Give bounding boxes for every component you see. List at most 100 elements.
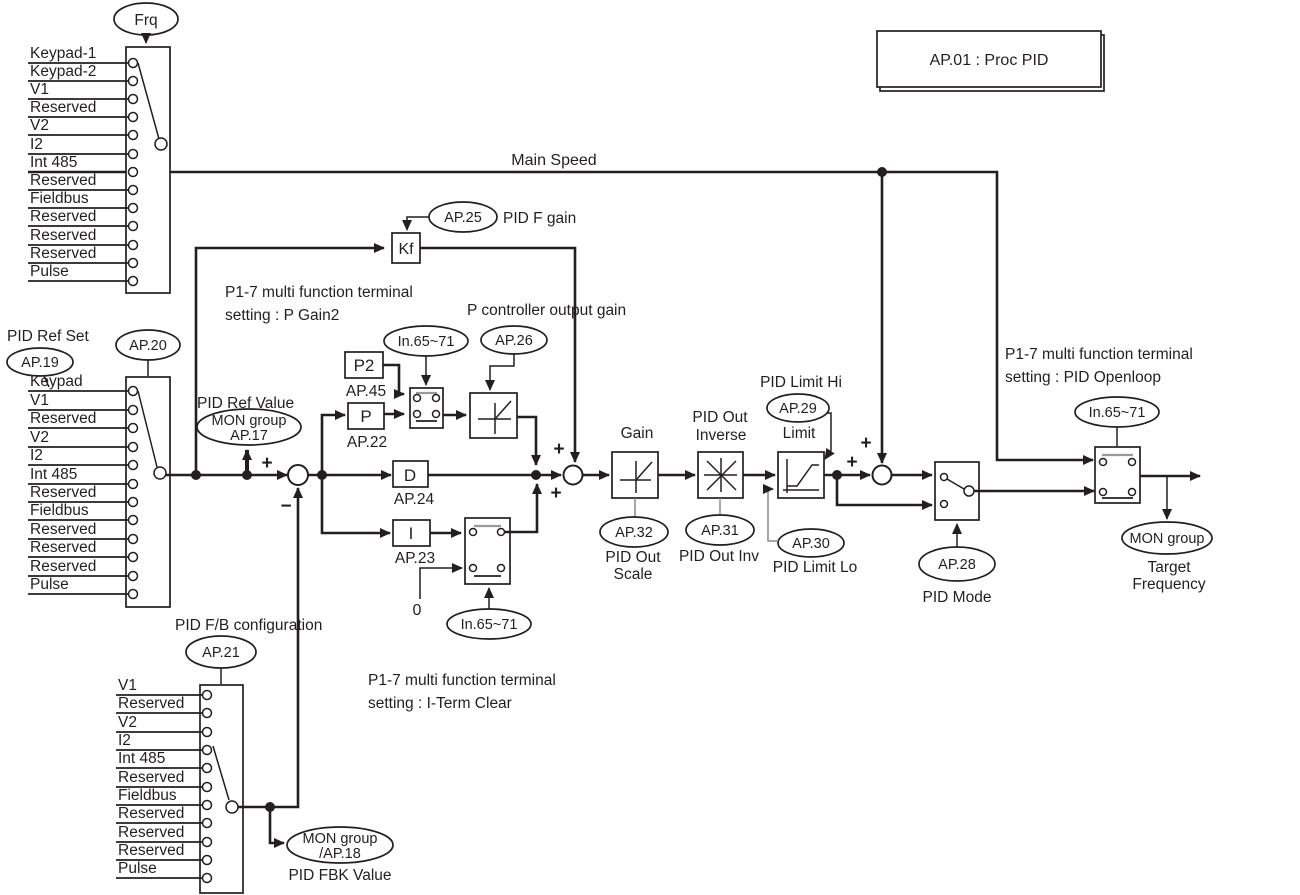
terminal: [127, 385, 139, 397]
ref-item: Keypad: [30, 373, 83, 390]
p-controller-gain-label: P controller output gain: [467, 302, 626, 319]
plus-sign-pdi: +: [550, 483, 561, 504]
terminal: [201, 781, 213, 793]
reference-path: PID Ref Value MON group AP.17 + − MON gr…: [166, 243, 394, 884]
feedforward-path: Kf AP.25 PID F gain +: [391, 201, 580, 463]
terminal: [127, 239, 139, 251]
ap19-ellipse: [6, 347, 74, 377]
iterm-note-line2: setting : I-Term Clear: [368, 695, 512, 712]
terminal: [127, 93, 139, 105]
fb-item: Pulse: [118, 860, 157, 877]
ap18-branch-wire: [268, 807, 285, 848]
in65-71-iterm-label: In.65~71: [461, 617, 518, 633]
ref-item: V1: [30, 392, 49, 409]
plus-sign-kf: +: [553, 439, 564, 460]
ref-item: V2: [30, 429, 49, 446]
ap30-label: AP.30: [792, 536, 830, 552]
target-label-line2: Frequency: [1132, 576, 1205, 593]
frq-item: Fieldbus: [30, 190, 89, 207]
frq-item: Reserved: [30, 245, 96, 262]
terminal: [127, 129, 139, 141]
pid-mode-switch-group: AP.28 PID Mode: [918, 461, 1095, 606]
pdi-sum-dot: [531, 470, 541, 480]
p-path-to-sum: [517, 415, 541, 466]
fb-item: V2: [118, 714, 137, 731]
pid-ref-switch-arm: [137, 390, 158, 468]
frq-item: V2: [30, 117, 49, 134]
pid-f-gain-label: PID F gain: [503, 210, 576, 227]
terminal: [939, 472, 949, 482]
ap24-label: AP.24: [394, 491, 435, 508]
in65-71-output-label: In.65~71: [1089, 405, 1146, 421]
inverse-title-line2: Inverse: [696, 427, 747, 444]
main-speed-label: Main Speed: [511, 152, 596, 169]
terminal: [201, 817, 213, 829]
terminal: [127, 514, 139, 526]
terminal: [127, 75, 139, 87]
feedback-wire: [238, 487, 303, 809]
terminal: [127, 496, 139, 508]
zero-input-label: 0: [413, 602, 422, 619]
ap25-connector: [402, 216, 429, 231]
pid-fb-selector: PID F/B configuration AP.21 V1 Reserved …: [116, 617, 322, 894]
iterm-switch: [464, 517, 511, 585]
terminal: [127, 459, 139, 471]
terminal: [468, 527, 478, 537]
limit-title: Limit: [783, 425, 816, 442]
output-conditioning: Gain AP.32 PID Out Scale PID Out Inverse…: [582, 374, 933, 583]
zero-input-wire: [419, 563, 463, 599]
pid-ref-value-label: PID Ref Value: [197, 395, 294, 412]
ap22-label: AP.22: [347, 434, 387, 451]
terminal: [201, 799, 213, 811]
kf-output-wire: [420, 246, 580, 463]
terminal: [1098, 457, 1108, 467]
terminal: [201, 854, 213, 866]
plus-sign-limit: +: [846, 452, 857, 473]
ap26-label: AP.26: [495, 333, 533, 349]
ref-item: Pulse: [30, 576, 69, 593]
p-label: P: [360, 407, 371, 426]
frq-item: Reserved: [30, 208, 96, 225]
frq-item: Reserved: [30, 172, 96, 189]
fb-item: Reserved: [118, 695, 184, 712]
ap45-label: AP.45: [346, 383, 386, 400]
terminal: [127, 588, 139, 600]
terminal: [431, 393, 441, 403]
terminal: [127, 148, 139, 160]
ref-item: I2: [30, 447, 43, 464]
fb-item: Int 485: [118, 750, 165, 767]
pid-fb-switch-arm: [212, 745, 230, 801]
terminal: [1127, 457, 1137, 467]
main-speed-wire: [28, 170, 1094, 465]
ap17-line1: MON group: [212, 413, 287, 429]
gain-block: [611, 451, 659, 499]
p-block: [347, 402, 385, 430]
ap29-label: AP.29: [779, 401, 817, 417]
terminal: [201, 726, 213, 738]
minus-sign-feedback: −: [280, 496, 291, 517]
d-block: [392, 460, 429, 488]
frq-selector: Frq Keypad-1 Keypad-2 V1 Reserved: [28, 2, 179, 294]
pid-ref-switch-arm-contact: [153, 466, 167, 480]
pid-ref-selector: PID Ref Set AP.19 AP.20 Keypa: [6, 328, 181, 608]
pid-ref-set-label: PID Ref Set: [7, 328, 90, 345]
ap28-ellipse: [918, 546, 996, 582]
pid-limit-lo-label: PID Limit Lo: [773, 559, 857, 576]
terminal: [127, 570, 139, 582]
pid-mode-arm-contact: [963, 485, 975, 497]
terminal: [412, 409, 422, 419]
p2-output-wire: [383, 363, 405, 399]
title-box-label: AP.01 : Proc PID: [930, 52, 1049, 69]
openloop-note-line2: setting : PID Openloop: [1005, 369, 1161, 386]
kf-label: Kf: [398, 241, 414, 258]
i-input-wire: [320, 475, 391, 538]
ap21-label: AP.21: [202, 645, 240, 661]
target-label-line1: Target: [1147, 559, 1191, 576]
ap18-line2: /AP.18: [319, 846, 361, 862]
pid-fbk-value-label: PID FBK Value: [288, 867, 391, 884]
frq-switch-arm-contact: [154, 137, 168, 151]
pgain2-note-line1: P1-7 multi function terminal: [225, 284, 413, 301]
pid-out-scale-line2: Scale: [614, 566, 653, 583]
pid-out-scale-line1: PID Out: [605, 549, 661, 566]
